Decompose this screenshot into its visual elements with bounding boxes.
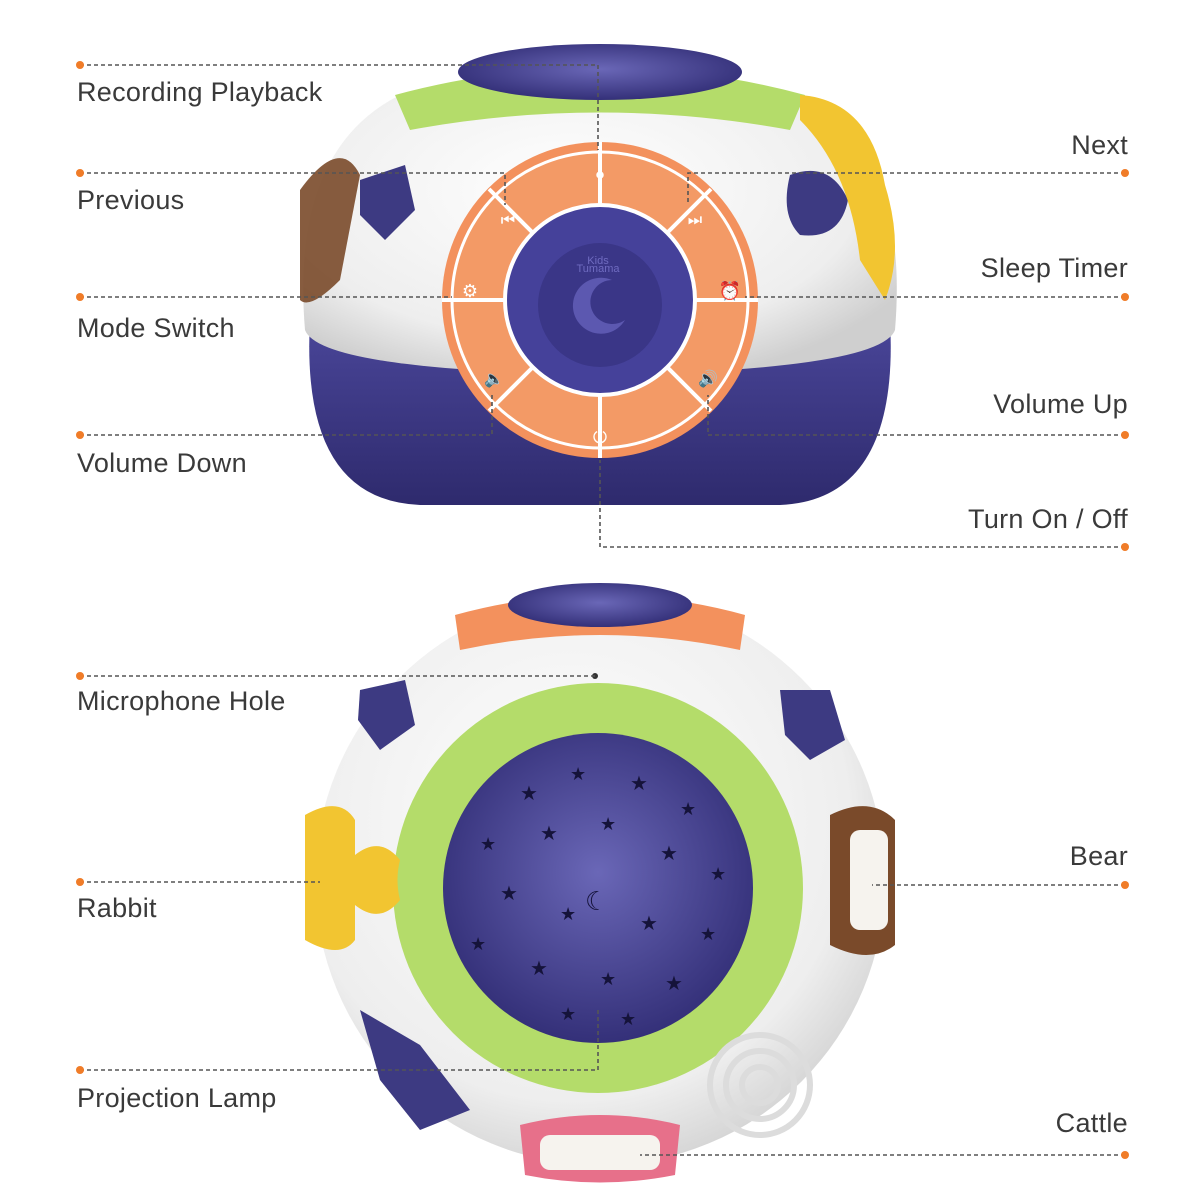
svg-text:★: ★ — [560, 1004, 576, 1024]
label-recording-playback: Recording Playback — [77, 77, 323, 107]
svg-text:★: ★ — [560, 904, 576, 924]
shape-right — [786, 170, 848, 236]
dome-stars: ★ ★ ★ ★ ★ ★ ★ ★ ★ ★ ★ ★ ★ ★ ★ ★ ★ ★ ★ ☾ — [470, 764, 726, 1029]
timer-icon: ⏰ — [719, 280, 741, 301]
label-rabbit: Rabbit — [77, 893, 157, 923]
rabbit-toy — [305, 806, 355, 950]
svg-text:★: ★ — [520, 783, 538, 805]
label-mode-switch: Mode Switch — [77, 313, 235, 343]
svg-text:Tumama: Tumama — [577, 263, 621, 275]
svg-text:★: ★ — [470, 934, 486, 954]
bottom-device: ★ ★ ★ ★ ★ ★ ★ ★ ★ ★ ★ ★ ★ ★ ★ ★ ★ ★ ★ ☾ — [305, 583, 895, 1183]
svg-text:★: ★ — [480, 834, 496, 854]
shape-bottom-left — [360, 1010, 470, 1130]
previous-icon: ⏮ — [501, 212, 515, 229]
label-sleep-timer: Sleep Timer — [980, 253, 1128, 283]
svg-text:Kids: Kids — [587, 255, 609, 267]
svg-text:★: ★ — [660, 843, 678, 865]
label-microphone-hole: Microphone Hole — [77, 686, 286, 716]
svg-text:★: ★ — [570, 764, 586, 784]
center-dial — [538, 243, 662, 367]
svg-text:★: ★ — [540, 823, 558, 845]
label-turn-on-off: Turn On / Off — [968, 504, 1128, 534]
star-shape-right-bottom — [780, 690, 845, 760]
record-playback-icon: ⏺ — [596, 167, 604, 184]
volume-up-icon: 🔊 — [698, 369, 718, 388]
svg-text:★: ★ — [680, 799, 696, 819]
leader-lines — [80, 64, 1125, 1156]
top-device: Kids Tumama ⏺ ⏮ ⏭ ⚙ ⏰ 🔈 🔊 ⏻ — [300, 44, 897, 505]
bear-side — [300, 158, 360, 303]
rabbit-side — [800, 95, 895, 300]
svg-text:★: ★ — [530, 958, 548, 980]
mode-icon: ⚙ — [462, 281, 478, 301]
svg-text:★: ★ — [710, 864, 726, 884]
star-shape-left — [360, 165, 415, 240]
svg-text:★: ★ — [700, 924, 716, 944]
rabbit-bow — [355, 846, 400, 914]
svg-text:★: ★ — [600, 969, 616, 989]
label-projection-lamp: Projection Lamp — [77, 1083, 277, 1113]
next-icon: ⏭ — [688, 212, 702, 229]
leader-dots — [76, 61, 1129, 1159]
svg-text:★: ★ — [620, 1009, 636, 1029]
svg-text:★: ★ — [600, 814, 616, 834]
svg-text:★: ★ — [630, 773, 648, 795]
label-volume-down: Volume Down — [77, 448, 247, 478]
label-next: Next — [1071, 130, 1128, 160]
svg-text:★: ★ — [500, 883, 518, 905]
volume-down-icon: 🔈 — [484, 371, 504, 388]
label-previous: Previous — [77, 185, 185, 215]
projection-dome — [443, 733, 753, 1043]
svg-text:☾: ☾ — [585, 886, 608, 916]
label-volume-up: Volume Up — [993, 389, 1128, 419]
swirl-texture — [707, 1032, 813, 1138]
star-dome — [458, 44, 742, 100]
moon-emblem — [572, 277, 625, 334]
power-icon: ⏻ — [593, 427, 607, 447]
svg-text:★: ★ — [640, 913, 658, 935]
label-cattle: Cattle — [1055, 1108, 1128, 1138]
shape-left-bottom — [358, 680, 415, 750]
cap-dial — [508, 583, 692, 627]
label-bear: Bear — [1069, 841, 1128, 871]
svg-text:★: ★ — [665, 973, 683, 995]
